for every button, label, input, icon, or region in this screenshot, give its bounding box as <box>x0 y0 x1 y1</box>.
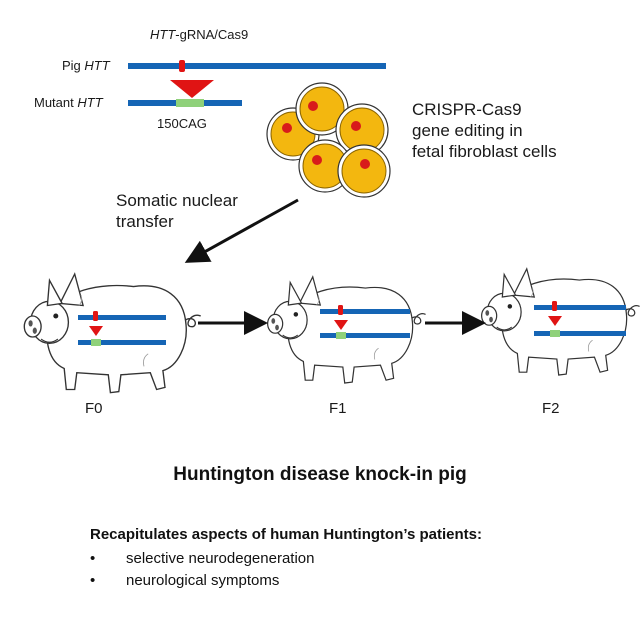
pig-f1-alleles <box>320 305 410 339</box>
pig-f2-alleles <box>534 301 626 337</box>
transfer-caption-line: Somatic nuclear <box>116 191 238 210</box>
figure-title: Huntington disease knock-in pig <box>173 464 467 485</box>
pig-f2 <box>481 268 640 376</box>
summary-bullet: •neurological symptoms <box>90 570 314 592</box>
pig-f1 <box>267 276 427 384</box>
pig-f0 <box>23 273 202 394</box>
pig-htt-label: Pig HTT <box>62 58 110 73</box>
grna-cas9-label: HTT-gRNA/Cas9 <box>150 27 249 42</box>
summary-heading: Recapitulates aspects of human Huntingto… <box>90 526 482 543</box>
transfer-caption-line: transfer <box>116 212 174 231</box>
crispr-caption-line: gene editing in <box>412 121 523 140</box>
cag-insert-label: 150CAG <box>157 116 207 131</box>
crispr-caption-line: CRISPR-Cas9 <box>412 100 522 119</box>
generation-label-f2: F2 <box>542 400 560 417</box>
transfer-arrow <box>184 198 299 263</box>
fibroblast-cell-cluster <box>266 82 391 198</box>
summary-bullet-list: •selective neurodegeneration •neurologic… <box>90 548 314 592</box>
summary-bullet: •selective neurodegeneration <box>90 548 314 570</box>
pig-f0-alleles <box>78 311 166 346</box>
generation-label-f1: F1 <box>329 400 347 417</box>
mutant-htt-label: Mutant HTT <box>34 95 103 110</box>
bullet-glyph: • <box>90 550 96 567</box>
insertion-triangle <box>170 80 214 98</box>
crispr-caption: CRISPR-Cas9 gene editing in fetal fibrob… <box>412 99 557 162</box>
transfer-caption: Somatic nuclear transfer <box>116 190 238 232</box>
bullet-glyph: • <box>90 572 96 589</box>
generation-label-f0: F0 <box>85 400 103 417</box>
pig-htt-bar <box>128 60 386 72</box>
crispr-caption-line: fetal fibroblast cells <box>412 142 557 161</box>
mutant-htt-bar <box>128 99 242 107</box>
